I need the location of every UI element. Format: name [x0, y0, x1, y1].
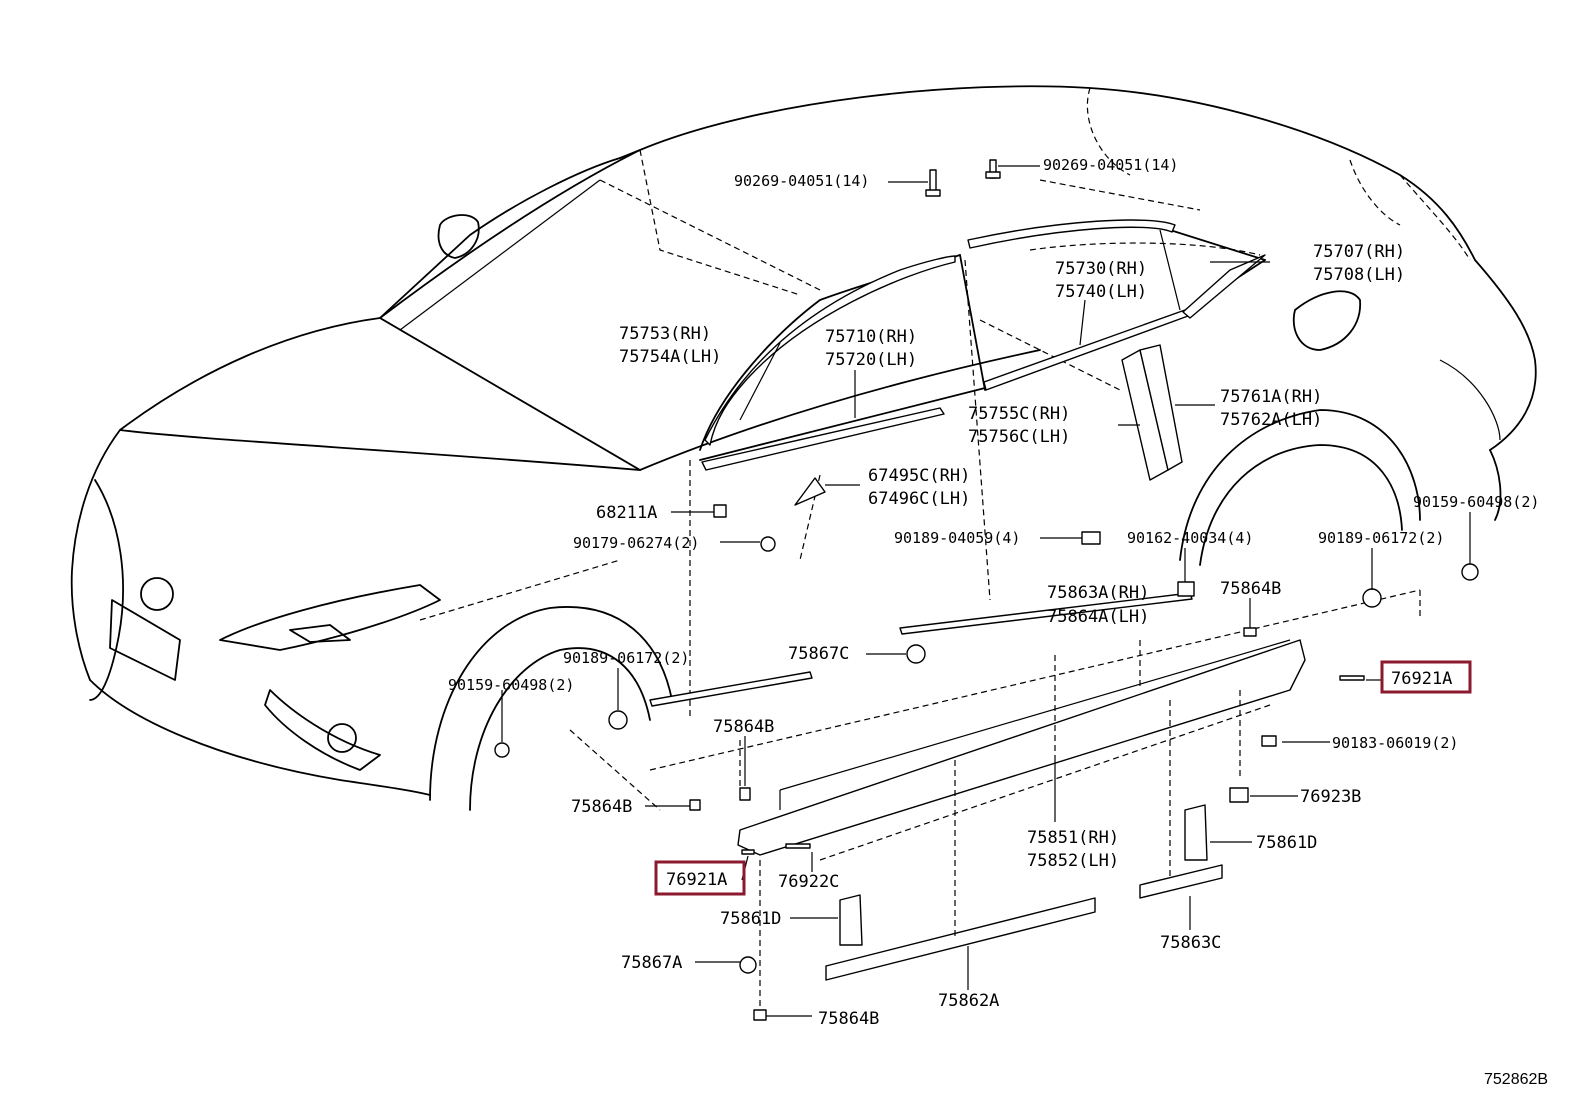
label-clip-75867c: 75867C	[788, 644, 849, 664]
clip-90189-04059-icon	[1081, 531, 1101, 545]
rear-tape-strip	[1139, 864, 1223, 899]
label-clip-75864b-left: 75864B	[571, 797, 632, 817]
label-clip-75864b-bottom: 75864B	[818, 1009, 879, 1029]
label-screw-90159-front: 90159-60498(2)	[448, 676, 574, 694]
label-clip-75864b-rear: 75864B	[1220, 579, 1281, 599]
label-garnish-center-rh: 75755C(RH)	[968, 404, 1070, 424]
clip-75864b-mid-icon	[739, 787, 751, 801]
label-garnish-rear-rh: 75761A(RH)	[1220, 387, 1322, 407]
label-mould-roof-rh: 75707(RH)	[1313, 242, 1405, 262]
label-garnish-center-lh: 75756C(LH)	[968, 427, 1070, 447]
label-nut-90183: 90183-06019(2)	[1332, 734, 1458, 752]
clip-90179-icon	[760, 536, 776, 552]
nut-90183-icon	[1261, 735, 1277, 747]
clip-75864b-left-icon	[689, 799, 701, 811]
clip-90189-front-icon	[608, 710, 628, 730]
label-clip-75867a: 75867A	[621, 953, 682, 973]
label-pad-75861d-left: 75861D	[720, 909, 781, 929]
label-tape-75863c: 75863C	[1160, 933, 1221, 953]
label-cover-mirror-lh: 67496C(LH)	[868, 489, 970, 509]
label-mould-pillar-lh: 75754A(LH)	[619, 347, 721, 367]
label-cover-mirror-rh: 67495C(RH)	[868, 466, 970, 486]
label-mould-roof-lh: 75708(LH)	[1313, 265, 1405, 285]
clip-75867a-icon	[739, 956, 757, 974]
label-mould-rocker-lh: 75864A(LH)	[1047, 607, 1149, 627]
label-part-76921a-front[interactable]: 76921A	[666, 870, 727, 890]
part-76922c-icon	[785, 843, 811, 849]
part-76921a-rear-icon	[1339, 675, 1365, 681]
label-pad-75861d-right: 75861D	[1256, 833, 1317, 853]
part-76921a-front-icon	[741, 849, 755, 855]
upper-front-door-moulding	[701, 407, 945, 471]
part-labels: 90269-04051(14) 90269-04051(14) 75707(RH…	[448, 156, 1548, 1088]
rear-quarter-moulding	[1182, 254, 1266, 319]
label-clip-76923b: 76923B	[1300, 787, 1361, 807]
fasteners	[494, 159, 1479, 1021]
label-garnish-rear-lh: 75762A(LH)	[1220, 410, 1322, 430]
label-clip-90189-front: 90189-06172(2)	[563, 649, 689, 667]
label-moulding-lh: 75852(LH)	[1027, 851, 1119, 871]
parts-shapes	[569, 219, 1421, 1010]
diagram-reference-id: 752862B	[1484, 1071, 1548, 1088]
label-part-76922c: 76922C	[778, 872, 839, 892]
label-clip-90189-rear: 90189-06172(2)	[1318, 529, 1444, 547]
label-mould-rear-door-rh: 75730(RH)	[1055, 259, 1147, 279]
screw-90159-rear-icon	[1461, 563, 1479, 581]
pad-right	[1184, 804, 1208, 861]
mirror-cover	[794, 477, 826, 506]
label-mould-front-door-lh: 75720(LH)	[825, 350, 917, 370]
screw-90162-icon	[1177, 581, 1195, 597]
clip-68211a-icon	[713, 504, 727, 518]
pad-left	[839, 894, 863, 946]
clip-top-right-icon	[985, 159, 1001, 179]
label-clip-90189-04059: 90189-04059(4)	[894, 529, 1020, 547]
clip-75864b-bottom-icon	[753, 1009, 767, 1021]
clip-90189-rear-icon	[1362, 588, 1382, 608]
clip-top-left-icon	[925, 169, 941, 197]
label-clip-75864b-mid: 75864B	[713, 717, 774, 737]
clip-75864b-rear-icon	[1243, 627, 1257, 637]
pillar-moulding	[704, 255, 956, 446]
lower-tape-strip	[825, 897, 1096, 981]
window-frame-moulding	[967, 219, 1176, 249]
clip-75867c-icon	[906, 644, 926, 664]
rocker-mould-strip-rear	[899, 592, 1193, 635]
side-mould-strip	[649, 671, 813, 707]
label-mould-rocker-rh: 75863A(RH)	[1047, 583, 1149, 603]
rocker-panel-moulding	[737, 639, 1306, 856]
label-moulding-rh: 75851(RH)	[1027, 828, 1119, 848]
label-clip-68211a: 68211A	[596, 503, 657, 523]
label-mould-rear-door-lh: 75740(LH)	[1055, 282, 1147, 302]
label-part-76921a-rear[interactable]: 76921A	[1391, 669, 1452, 689]
highlight-box-rear	[1380, 660, 1472, 694]
label-tape-75862a: 75862A	[938, 991, 999, 1011]
highlight-box-front	[654, 860, 746, 896]
car-body-outline	[70, 85, 1537, 811]
label-mould-pillar-rh: 75753(RH)	[619, 324, 711, 344]
label-screw-90159-rear: 90159-60498(2)	[1413, 493, 1539, 511]
screw-90159-front-icon	[494, 742, 510, 758]
label-screw-90162: 90162-40034(4)	[1127, 529, 1253, 547]
label-clip-90179: 90179-06274(2)	[573, 534, 699, 552]
label-clip-top-left: 90269-04051(14)	[734, 172, 869, 190]
leader-lines	[501, 165, 1471, 1017]
label-clip-top-right: 90269-04051(14)	[1043, 156, 1178, 174]
clip-76923b-icon	[1229, 787, 1249, 803]
label-mould-front-door-rh: 75710(RH)	[825, 327, 917, 347]
rear-door-garnish-inner	[1139, 344, 1183, 471]
